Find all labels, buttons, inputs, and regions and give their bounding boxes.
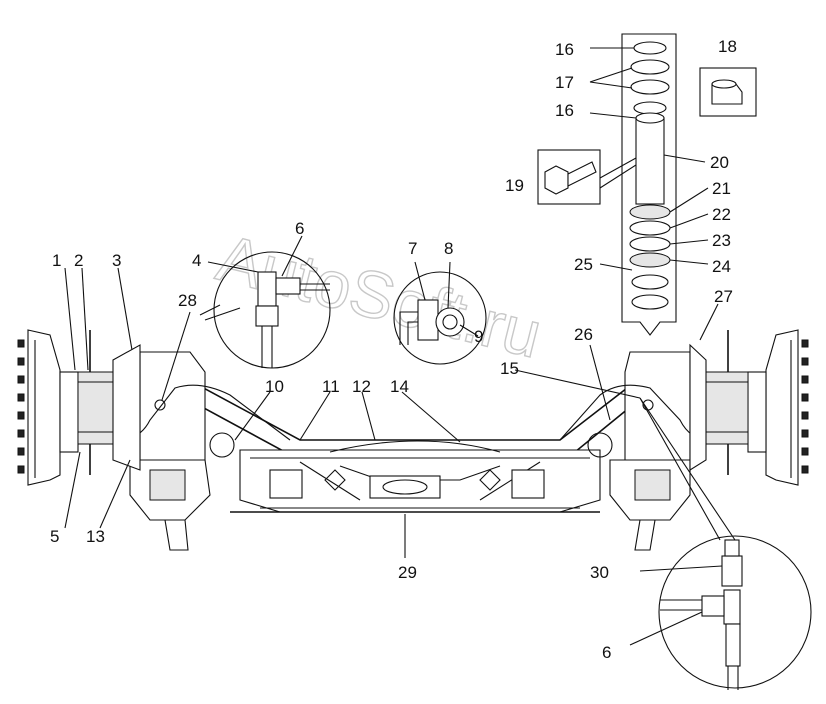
callout-29: 29 xyxy=(398,563,417,582)
callout-6-top: 6 xyxy=(295,219,304,238)
callout-6-bottom: 6 xyxy=(602,643,611,662)
callout-23: 23 xyxy=(712,231,731,250)
callout-8: 8 xyxy=(444,239,453,258)
callouts: 1 2 3 4 5 6 6 7 8 9 10 11 12 13 14 15 16… xyxy=(50,37,737,662)
callout-12: 12 xyxy=(352,377,371,396)
right-brake-drum xyxy=(705,371,749,445)
callout-11: 11 xyxy=(322,377,340,396)
callout-9: 9 xyxy=(474,327,483,346)
callout-27: 27 xyxy=(714,287,733,306)
callout-28: 28 xyxy=(178,291,197,310)
kingpin-exploded-view xyxy=(621,33,677,336)
callout-1: 1 xyxy=(52,251,61,270)
callout-10: 10 xyxy=(265,377,284,396)
callout-26: 26 xyxy=(574,325,593,344)
leader-lines xyxy=(64,47,736,646)
callout-20: 20 xyxy=(710,153,729,172)
callout-25: 25 xyxy=(574,255,593,274)
callout-19: 19 xyxy=(505,176,524,195)
plug-detail-box xyxy=(699,67,757,117)
callout-30: 30 xyxy=(590,563,609,582)
callout-15: 15 xyxy=(500,359,519,378)
callout-3: 3 xyxy=(112,251,121,270)
callout-16-top: 16 xyxy=(555,40,574,59)
bolt-detail-box xyxy=(537,149,637,205)
callout-17: 17 xyxy=(555,73,574,92)
axle-beam xyxy=(129,351,691,551)
detail-circle-fitting xyxy=(213,251,331,369)
center-plate xyxy=(369,475,441,499)
left-brake-drum xyxy=(77,371,114,445)
detail-circle-valve xyxy=(393,271,487,365)
callout-18: 18 xyxy=(718,37,737,56)
callout-2: 2 xyxy=(74,251,83,270)
left-hub xyxy=(17,329,141,486)
callout-5: 5 xyxy=(50,527,59,546)
right-hub xyxy=(689,329,809,486)
callout-21: 21 xyxy=(712,179,731,198)
detail-circle-tee xyxy=(658,535,812,690)
callout-4: 4 xyxy=(192,251,201,270)
callout-22: 22 xyxy=(712,205,731,224)
callout-14: 14 xyxy=(390,377,409,396)
callout-7: 7 xyxy=(408,239,417,258)
callout-16-lower: 16 xyxy=(555,101,574,120)
callout-13: 13 xyxy=(86,527,105,546)
callout-24: 24 xyxy=(712,257,731,276)
